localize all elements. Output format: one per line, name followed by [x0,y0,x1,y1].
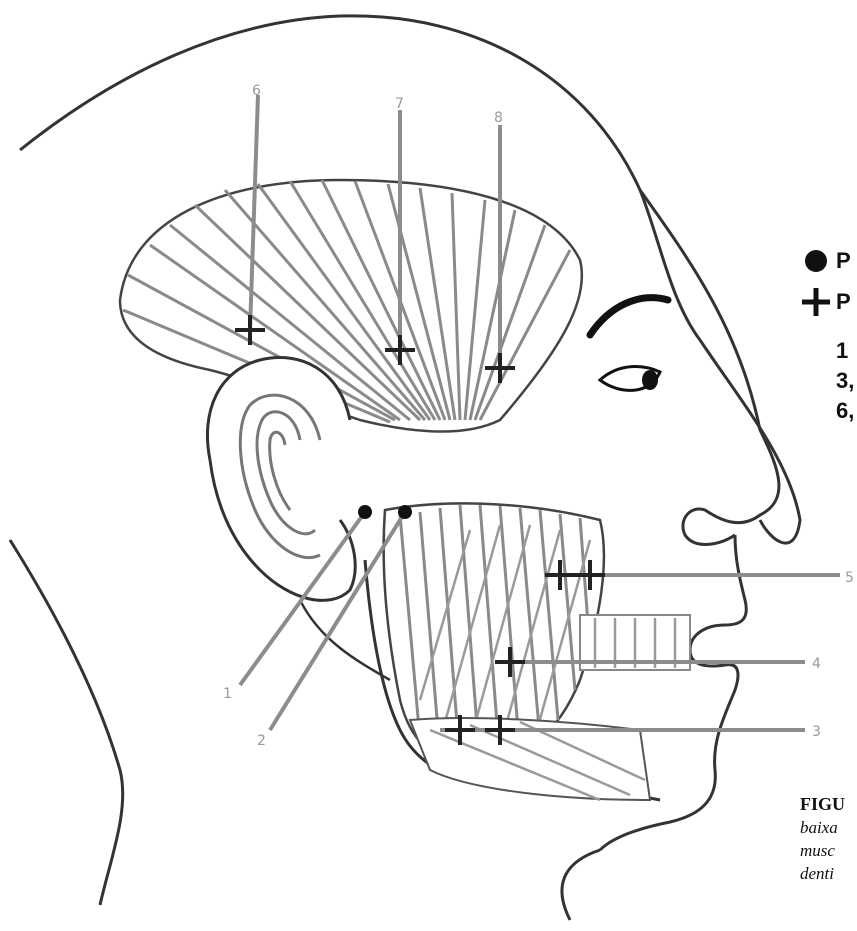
legend-motor-cross-icon [802,288,830,316]
pupil [642,370,658,390]
throat-outline [562,850,600,920]
trigger-point-2 [398,505,412,519]
label-5: 5 [845,570,854,586]
legend-item-line-1: 1 [836,338,848,364]
eyebrow [590,298,668,335]
label-7: 7 [395,96,404,112]
legend-item-line-3: 6, [836,398,854,424]
figure-caption: FIGU baixa musc denti [800,792,857,885]
label-1: 1 [223,686,232,702]
ear-outline [207,358,355,601]
legend-motor-label: P [836,289,851,315]
label-2: 2 [257,733,266,749]
legend-trigger-label: P [836,248,851,274]
label-4: 4 [812,656,821,672]
label-6: 6 [252,83,261,99]
mouth-outline [600,535,746,850]
nose-outline [640,190,779,544]
legend-trigger-dot-icon [805,250,827,272]
caption-title: FIGU [800,792,857,816]
caption-line-1: baixa [800,816,857,839]
label-8: 8 [494,110,503,126]
caption-line-3: denti [800,862,857,885]
legend-item-line-2: 3, [836,368,854,394]
neck-back-outline [10,540,123,905]
label-3: 3 [812,724,821,740]
trigger-point-1 [358,505,372,519]
caption-line-2: musc [800,839,857,862]
